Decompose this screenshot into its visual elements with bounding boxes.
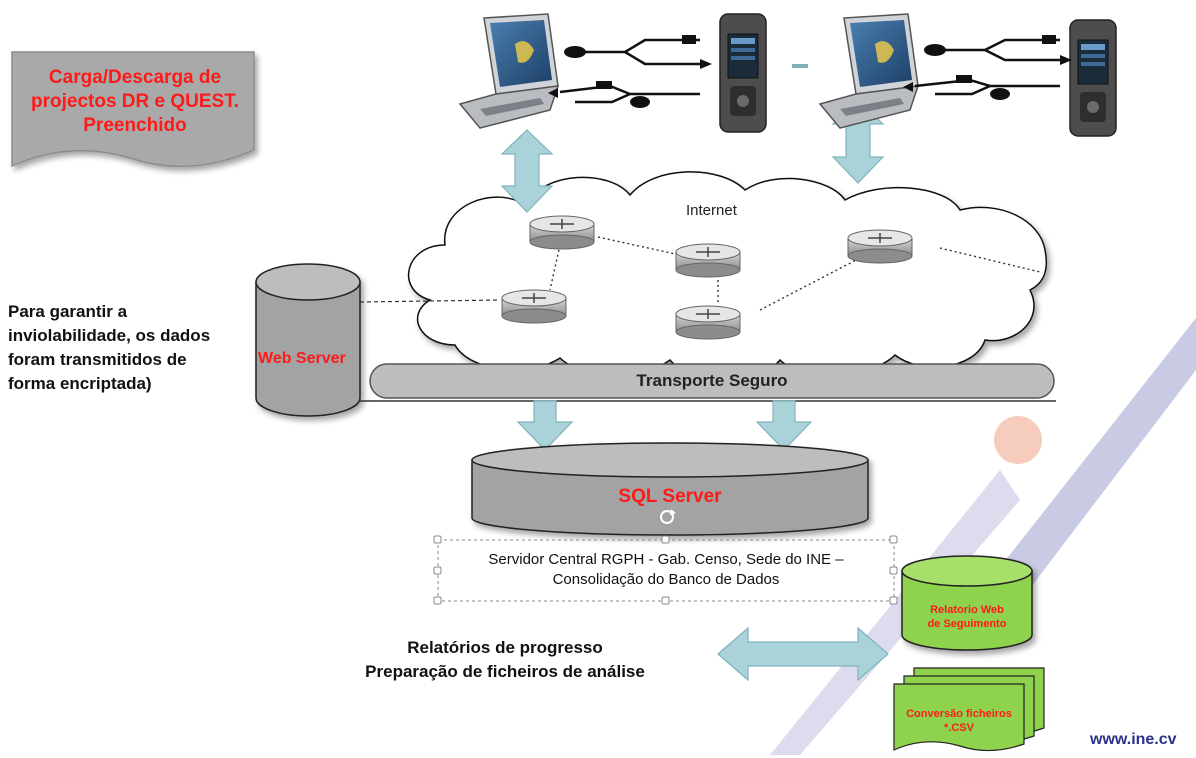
router-icon <box>501 289 567 324</box>
router-icon <box>675 243 741 278</box>
central-line: Servidor Central RGPH - Gab. Censo, Sede… <box>488 551 844 568</box>
internet-label: Internet <box>686 202 737 219</box>
web-report-line: Relatorio Web <box>930 604 1004 616</box>
usb-sync-arrows <box>559 38 1060 104</box>
web-server-label: Web Server <box>258 350 346 367</box>
resize-handle <box>433 566 442 575</box>
laptop-icon <box>458 13 560 129</box>
sql-server-disc <box>471 442 869 536</box>
web-report-cylinder <box>901 555 1033 651</box>
ine-logo-watermark <box>770 318 1196 755</box>
security-line: Para garantir a <box>8 302 128 321</box>
server-links <box>359 299 501 303</box>
text-selection-box[interactable] <box>433 535 898 605</box>
note-text: Carga/Descarga de projectos DR e QUEST. … <box>20 66 250 138</box>
transport-bar <box>360 363 1056 402</box>
resize-handle <box>661 535 670 544</box>
usb-plugs <box>548 35 1072 108</box>
security-line: inviolabilidade, os dados <box>8 326 211 345</box>
web-report-line: de Seguimento <box>927 618 1007 630</box>
logo-orange-dot <box>994 416 1042 464</box>
router-icon <box>529 215 595 250</box>
transport-label: Transporte Seguro <box>636 371 788 390</box>
laptop-icon <box>818 13 920 129</box>
progress-label: Relatórios de progresso Preparação de fi… <box>300 636 710 684</box>
web-report-label: Relatorio Web de Seguimento <box>902 603 1032 631</box>
csv-line: Conversão ficheiros <box>906 708 1012 720</box>
web-server-cylinder <box>255 263 361 417</box>
progress-line: Relatórios de progresso <box>407 638 603 657</box>
rotate-handle-icon[interactable] <box>660 509 676 524</box>
note-shape <box>11 51 255 168</box>
website-link[interactable]: www.ine.cv <box>1090 731 1177 748</box>
down-arrow-icon <box>516 400 813 451</box>
resize-handle <box>889 535 898 544</box>
progress-line: Preparação de ficheiros de análise <box>365 662 645 681</box>
logo-blue-stroke-lower <box>770 470 1020 755</box>
security-note: Para garantir a inviolabilidade, os dado… <box>8 300 258 396</box>
note-line: Carga/Descarga de <box>48 67 222 88</box>
routers <box>501 215 913 340</box>
central-server-label: Servidor Central RGPH - Gab. Censo, Sede… <box>440 550 892 590</box>
router-icon <box>847 229 913 264</box>
resize-handle <box>889 596 898 605</box>
note-line: projectos DR e QUEST. <box>31 91 239 112</box>
note-line: Preenchido <box>83 115 187 136</box>
resize-handle <box>433 535 442 544</box>
pda-icon <box>1069 19 1117 137</box>
security-line: foram transmitidos de <box>8 350 187 369</box>
router-icon <box>675 305 741 340</box>
pda-icon <box>719 13 767 133</box>
left-right-arrow-icon <box>717 626 889 682</box>
security-line: forma encriptada) <box>8 374 152 393</box>
csv-line: *.CSV <box>944 722 974 734</box>
sql-server-label: SQL Server <box>618 486 722 507</box>
resize-handle <box>889 566 898 575</box>
central-line: Consolidação do Banco de Dados <box>552 571 780 588</box>
csv-documents-stack <box>893 667 1045 752</box>
logo-blue-stroke <box>990 318 1196 612</box>
resize-handle <box>661 596 670 605</box>
csv-conversion-label: Conversão ficheiros *.CSV <box>894 707 1024 735</box>
resize-handle <box>433 596 442 605</box>
